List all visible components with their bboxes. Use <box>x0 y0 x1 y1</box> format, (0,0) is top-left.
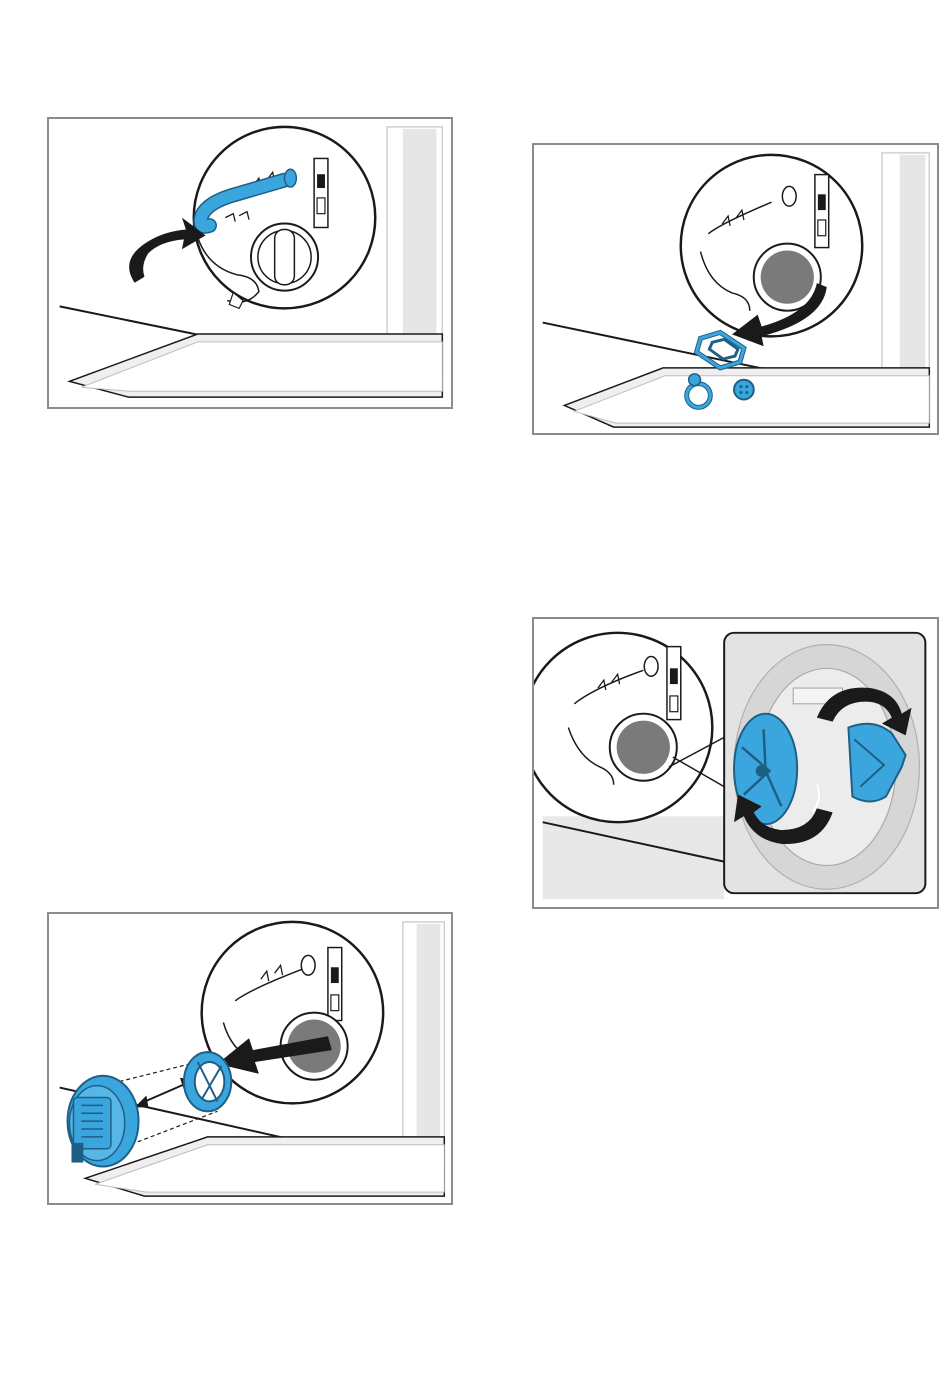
figure-foreign-objects <box>532 143 939 435</box>
drain-pump-filter-removal-illustration <box>49 914 451 1203</box>
foreign-objects-removal-illustration <box>534 145 937 433</box>
figure-emergency-drain-hose <box>47 117 453 409</box>
emergency-drain-hose-pull-illustration <box>49 119 451 407</box>
figure-pump-impeller <box>532 617 939 909</box>
figure-drain-filter-removal <box>47 912 453 1205</box>
pump-impeller-rotate-illustration <box>534 619 937 907</box>
